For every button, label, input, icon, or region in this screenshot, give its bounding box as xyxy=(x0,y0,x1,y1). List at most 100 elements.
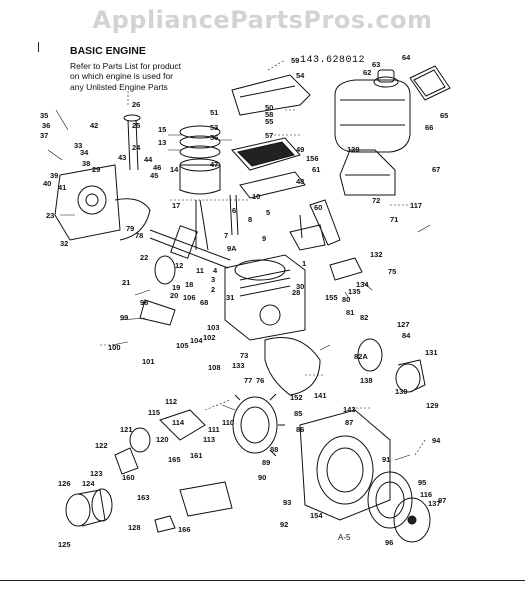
callout-125: 125 xyxy=(58,540,71,549)
callout-62: 62 xyxy=(363,68,371,77)
callout-133: 133 xyxy=(232,361,245,370)
callout-63: 63 xyxy=(372,60,380,69)
margin-tick xyxy=(38,42,39,52)
callout-128: 128 xyxy=(128,523,141,532)
watermark: AppliancePartsPros.com xyxy=(92,6,433,34)
callout-43: 43 xyxy=(118,153,126,162)
rewind-starter xyxy=(367,471,431,543)
callout-58: 58 xyxy=(265,110,273,119)
callout-84: 84 xyxy=(402,331,411,340)
callout-37: 37 xyxy=(40,131,48,140)
callout-9a: 9A xyxy=(227,244,237,253)
callout-7: 7 xyxy=(224,231,228,240)
callout-88: 88 xyxy=(270,445,278,454)
callout-93: 93 xyxy=(283,498,291,507)
crankcase-cover xyxy=(54,164,151,241)
callout-42: 42 xyxy=(90,121,98,130)
callout-134: 134 xyxy=(356,280,369,289)
callout-78: 78 xyxy=(135,231,143,240)
callout-13: 13 xyxy=(158,138,166,147)
callout-111: 111 xyxy=(208,425,220,434)
callout-60: 60 xyxy=(314,203,322,212)
callout-34: 34 xyxy=(80,148,89,157)
callout-11: 11 xyxy=(196,266,204,275)
callout-129: 129 xyxy=(426,401,439,410)
callout-46: 46 xyxy=(153,163,161,172)
callout-156: 156 xyxy=(306,154,319,163)
callout-139: 139 xyxy=(347,145,360,154)
callout-36: 36 xyxy=(42,121,50,130)
callout-132: 132 xyxy=(370,250,383,259)
callout-115: 115 xyxy=(148,408,160,417)
piston-rings xyxy=(179,125,221,195)
ignition-components xyxy=(114,299,206,475)
page-code: A-5 xyxy=(338,533,351,542)
callout-108: 108 xyxy=(208,363,221,372)
callout-113: 113 xyxy=(203,435,215,444)
callout-64: 64 xyxy=(402,53,411,62)
callout-54: 54 xyxy=(296,71,305,80)
callout-labels: 59 54 64 62 63 65 66 26 25 24 36 35 37 3… xyxy=(40,53,448,549)
callout-91: 91 xyxy=(382,455,390,464)
flywheel xyxy=(232,393,285,457)
callout-38: 38 xyxy=(82,159,90,168)
callout-106: 106 xyxy=(183,293,196,302)
callout-28: 28 xyxy=(292,288,300,297)
callout-155: 155 xyxy=(325,293,338,302)
muffler-and-governor xyxy=(329,257,426,393)
callout-166: 166 xyxy=(178,525,191,534)
callout-97: 97 xyxy=(438,496,446,505)
callout-21: 21 xyxy=(122,278,130,287)
callout-120: 120 xyxy=(156,435,169,444)
callout-47: 47 xyxy=(210,160,218,169)
callout-86: 86 xyxy=(296,425,304,434)
callout-68: 68 xyxy=(200,298,208,307)
header-note-line-3: any Unlisted Engine Parts xyxy=(70,81,168,92)
callout-2: 2 xyxy=(211,285,215,294)
callout-94: 94 xyxy=(432,436,441,445)
callout-80: 80 xyxy=(342,295,350,304)
callout-65: 65 xyxy=(440,111,448,120)
callout-92: 92 xyxy=(280,520,288,529)
diagram-header: BASIC ENGINE Refer to Parts List for pro… xyxy=(70,46,181,92)
callout-29: 29 xyxy=(92,165,100,174)
callout-30: 30 xyxy=(296,282,304,291)
callout-39: 39 xyxy=(50,171,58,180)
callout-49: 49 xyxy=(296,145,304,154)
callout-26: 26 xyxy=(132,100,140,109)
callout-67: 67 xyxy=(432,165,440,174)
callout-24: 24 xyxy=(132,143,141,152)
callout-110: 110 xyxy=(222,418,234,427)
callout-116: 116 xyxy=(420,490,432,499)
callout-114: 114 xyxy=(172,418,185,427)
callout-20: 20 xyxy=(170,291,178,300)
callout-165: 165 xyxy=(168,455,181,464)
callout-79: 79 xyxy=(126,224,134,233)
leader-lines xyxy=(47,59,431,461)
callout-89: 89 xyxy=(262,458,270,467)
callout-32: 32 xyxy=(60,239,68,248)
callout-138: 138 xyxy=(360,376,373,385)
callout-131: 131 xyxy=(425,348,438,357)
diagram-title: BASIC ENGINE xyxy=(70,45,146,57)
callout-5: 5 xyxy=(266,208,270,217)
callout-73: 73 xyxy=(240,351,248,360)
callout-4: 4 xyxy=(213,266,218,275)
callout-163: 163 xyxy=(137,493,150,502)
connecting-rod-and-valves xyxy=(123,114,239,251)
callout-12: 12 xyxy=(175,261,183,270)
callout-51: 51 xyxy=(210,108,218,117)
callout-59: 59 xyxy=(291,56,299,65)
callout-81: 81 xyxy=(346,308,354,317)
callout-123: 123 xyxy=(90,469,103,478)
callout-1: 1 xyxy=(302,259,306,268)
callout-71: 71 xyxy=(390,215,398,224)
callout-82: 82 xyxy=(360,313,368,322)
fuel-tank-assembly xyxy=(334,65,451,196)
callout-55: 55 xyxy=(265,117,273,126)
callout-15: 15 xyxy=(158,125,166,134)
callout-95: 95 xyxy=(418,478,426,487)
callout-18: 18 xyxy=(185,280,193,289)
callout-22: 22 xyxy=(140,253,148,262)
governor-arm-bracket xyxy=(289,199,341,251)
